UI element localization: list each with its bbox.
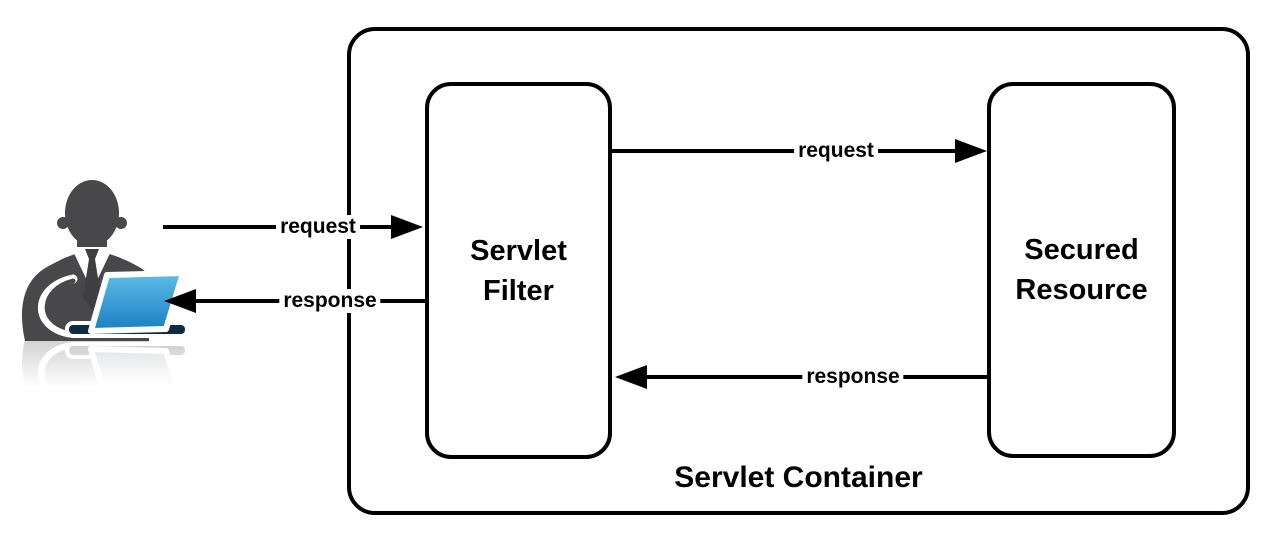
person-neck: [77, 233, 107, 249]
person-at-laptop-icon: [5, 180, 200, 388]
arrow-head-right: [391, 215, 423, 239]
servlet-filter-label: Servlet Filter: [470, 231, 567, 311]
servlet-filter-box: Servlet Filter: [425, 82, 612, 459]
arrow-label-response-internal: response: [802, 365, 904, 389]
servlet-container-box: [347, 27, 1250, 515]
arrow-label-request-internal: request: [794, 139, 878, 163]
person-ear-right: [115, 217, 127, 229]
person-tie: [83, 249, 101, 310]
arrow-head-left: [615, 365, 647, 389]
person-ear-left: [57, 217, 69, 229]
person-head: [65, 180, 119, 246]
arrow-line: [612, 149, 957, 153]
secured-resource-label-line2: Resource: [1015, 274, 1148, 306]
arrow-head-left: [164, 289, 196, 313]
secured-resource-label: Secured Resource: [1015, 230, 1147, 310]
servlet-filter-label-line2: Filter: [483, 274, 554, 307]
arrow-head-right: [955, 139, 987, 163]
secured-resource-box: Secured Resource: [987, 82, 1176, 458]
arrow-label-response-user: response: [279, 289, 381, 313]
arrow-label-request-user: request: [276, 215, 360, 239]
person-arm: [44, 278, 76, 332]
secured-resource-label-line1: Secured: [1024, 234, 1139, 266]
person-reflection: [22, 339, 187, 388]
servlet-filter-label-line1: Servlet: [470, 234, 567, 267]
servlet-container-label: Servlet Container: [674, 461, 923, 494]
laptop-screen: [88, 270, 186, 334]
